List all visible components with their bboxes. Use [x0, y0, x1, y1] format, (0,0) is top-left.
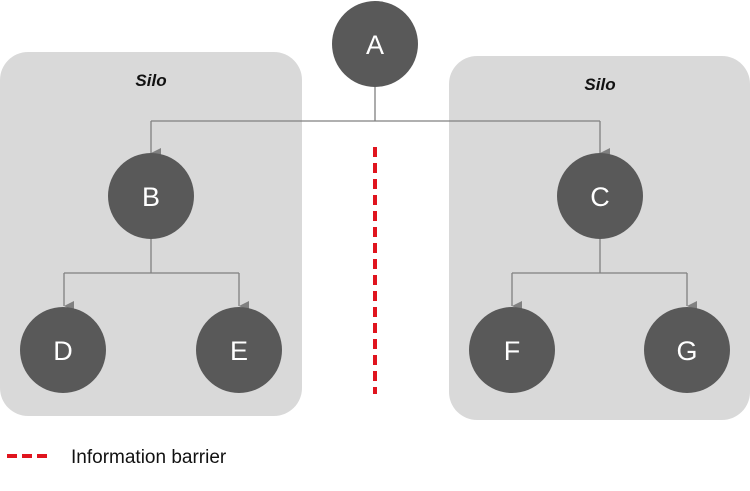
node-d-circle	[20, 307, 106, 393]
legend: Information barrier	[7, 447, 227, 468]
node-g-label: G	[676, 336, 697, 366]
node-f-label: F	[504, 336, 521, 366]
node-c-circle	[557, 153, 643, 239]
node-b-label: B	[142, 182, 160, 212]
node-a-circle	[332, 1, 418, 87]
connectors	[63, 87, 697, 311]
node-g: G	[644, 307, 730, 393]
node-c-label: C	[590, 182, 610, 212]
silo-left-label: Silo	[135, 71, 166, 90]
node-g-circle	[644, 307, 730, 393]
node-b-circle	[108, 153, 194, 239]
silo-right-label: Silo	[584, 75, 615, 94]
node-a: A	[332, 1, 418, 87]
node-e: E	[196, 307, 282, 393]
node-a-label: A	[366, 30, 384, 60]
node-c: C	[557, 153, 643, 239]
node-e-circle	[196, 307, 282, 393]
node-f-circle	[469, 307, 555, 393]
legend-barrier-label: Information barrier	[71, 447, 227, 468]
node-b: B	[108, 153, 194, 239]
node-f: F	[469, 307, 555, 393]
node-e-label: E	[230, 336, 248, 366]
node-d-label: D	[53, 336, 73, 366]
node-d: D	[20, 307, 106, 393]
